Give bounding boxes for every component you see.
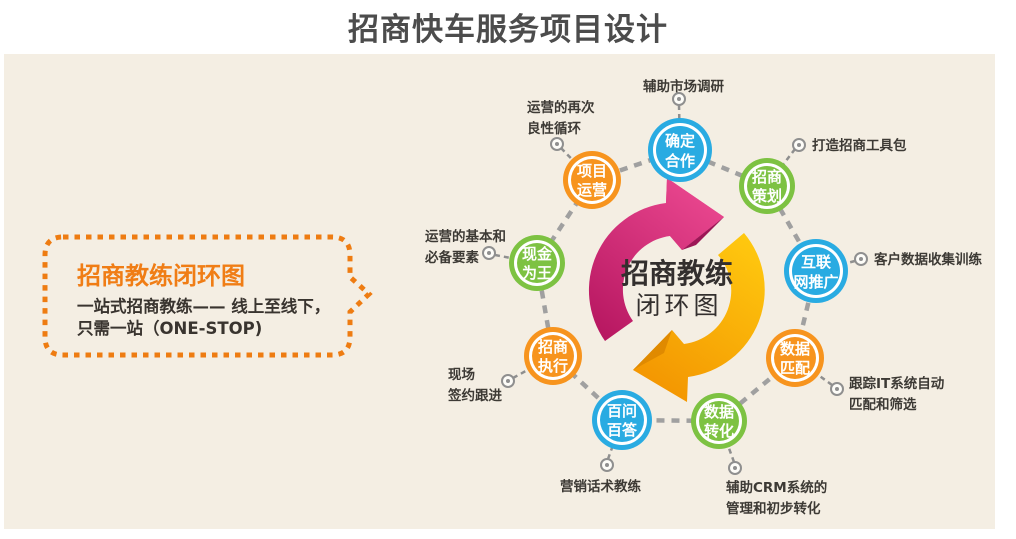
page-title: 招商快车服务项目设计: [348, 12, 668, 48]
svg-text:策划: 策划: [751, 187, 782, 205]
cycle-arrow-yellow-facet: [633, 330, 672, 370]
svg-text:执行: 执行: [538, 357, 568, 375]
cycle-arrow-pink-head: [666, 178, 724, 250]
callout-body-line1: 一站式招商教练—— 线上至线下，: [77, 296, 330, 316]
callout-body-line2: 只需一站（ONE-STOP): [77, 318, 262, 338]
pin-icon: [600, 458, 614, 472]
node-hundred-qa: 百问 百答: [592, 390, 652, 450]
node-investment-planning: 招商 策划: [739, 158, 795, 214]
pin-icon: [792, 138, 806, 152]
svg-text:现金: 现金: [522, 245, 553, 263]
cycle-arrow-yellow: [633, 233, 765, 402]
annotation-it-matching-1: 跟踪IT系统自动: [849, 375, 945, 392]
annotation-op-basics-2: 必备要素: [424, 249, 479, 266]
node-internet-promotion: 互联 网推广: [784, 239, 848, 303]
node-cash-is-king: 现金 为王: [509, 235, 565, 291]
node-data-conversion: 数据 转化: [691, 393, 747, 449]
center-subtitle: 闭环图: [635, 291, 722, 320]
annotation-customer-data: 客户数据收集训练: [873, 251, 982, 268]
annotation-op-basics-1: 运营的基本和: [425, 228, 506, 245]
node-investment-execution: 招商 执行: [524, 327, 582, 385]
annotation-op-cycle-1: 运营的再次: [527, 99, 595, 116]
annotation-crm-1: 辅助CRM系统的: [726, 479, 827, 496]
annotation-pins: [482, 92, 868, 475]
node-confirm-cooperation: 确定 合作: [648, 118, 712, 182]
node-project-operation: 项目 运营: [563, 151, 621, 209]
callout-heading: 招商教练闭环图: [77, 262, 245, 290]
svg-text:招商: 招商: [538, 338, 568, 356]
cycle-arrows: [588, 178, 765, 402]
annotation-toolkit: 打造招商工具包: [812, 137, 907, 154]
pin-icon: [830, 382, 844, 396]
pin-icon: [550, 137, 564, 151]
center-title: 招商教练: [621, 257, 733, 290]
svg-text:匹配: 匹配: [780, 359, 810, 377]
annotation-onsite-2: 签约跟进: [447, 387, 502, 404]
node-data-matching: 数据 匹配: [766, 329, 824, 387]
svg-text:百答: 百答: [607, 421, 638, 439]
svg-text:为王: 为王: [522, 264, 552, 282]
svg-text:百问: 百问: [607, 402, 637, 420]
svg-text:数据: 数据: [704, 403, 734, 421]
annotation-market-research: 辅助市场调研: [643, 78, 724, 95]
svg-text:招商: 招商: [752, 168, 782, 186]
svg-text:数据: 数据: [780, 340, 810, 358]
callout-dashed-border: [42, 234, 373, 358]
cycle-arrow-pink-facet: [682, 217, 724, 250]
pin-icon: [728, 461, 742, 475]
annotation-crm-2: 管理和初步转化: [726, 500, 821, 517]
annotation-it-matching-2: 匹配和筛选: [849, 396, 917, 413]
annotation-op-cycle-2: 良性循环: [527, 120, 581, 137]
svg-text:运营: 运营: [577, 181, 607, 199]
annotation-onsite-1: 现场: [448, 367, 475, 383]
svg-text:确定: 确定: [665, 132, 695, 150]
pin-icon: [672, 92, 686, 106]
svg-text:项目: 项目: [577, 162, 607, 180]
pin-icon: [501, 374, 515, 388]
svg-text:转化: 转化: [704, 422, 734, 440]
svg-text:互联: 互联: [801, 253, 832, 271]
svg-text:合作: 合作: [664, 152, 695, 170]
annotation-sales-script: 营销话术教练: [560, 478, 641, 495]
annotations: 辅助市场调研 打造招商工具包 客户数据收集训练 跟踪IT系统自动 匹配和筛选 辅…: [424, 78, 982, 517]
center-label: 招商教练 闭环图: [621, 257, 733, 320]
pin-icon: [854, 252, 868, 266]
callout-bubble: 招商教练闭环图 一站式招商教练—— 线上至线下， 只需一站（ONE-STOP): [42, 234, 373, 358]
svg-text:网推广: 网推广: [793, 273, 838, 291]
pin-icon: [482, 246, 496, 260]
